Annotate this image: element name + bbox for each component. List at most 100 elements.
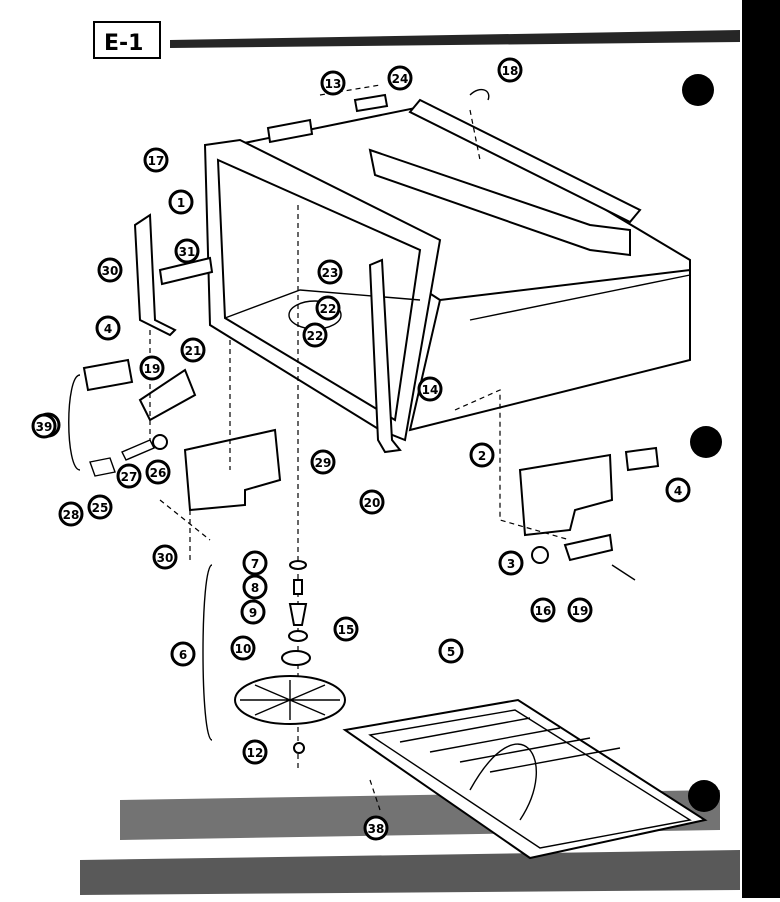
callout-30: 30: [152, 544, 178, 570]
callout-number: 15: [338, 623, 355, 637]
callout-number: 38: [368, 822, 385, 836]
callout-39: 39: [31, 413, 57, 439]
callout-number: 16: [535, 604, 552, 618]
callout-number: 8: [251, 581, 259, 595]
screw-19: [611, 564, 636, 581]
callout-number: 20: [364, 496, 381, 510]
callout-31: 31: [174, 238, 200, 264]
connector-24: [353, 93, 389, 113]
page-label-box: [93, 21, 161, 59]
callout-number: 26: [150, 466, 167, 480]
callout-number: 3: [507, 557, 515, 571]
callout-22: 22: [302, 322, 328, 348]
callout-30: 30: [97, 257, 123, 283]
callout-number: 30: [157, 551, 174, 565]
callout-number: 4: [674, 484, 682, 498]
callout-20: 20: [359, 489, 385, 515]
callouts: 1223446578910121314151617181919202122222…: [31, 57, 691, 841]
callout-27: 27: [116, 463, 142, 489]
callout-13: 13: [320, 70, 346, 96]
bracket-1: [133, 213, 177, 337]
callout-26: 26: [145, 459, 171, 485]
callout-15: 15: [333, 616, 359, 642]
bracket-21: [138, 368, 197, 422]
page-label: E-1: [104, 31, 143, 56]
callout-14: 14: [417, 376, 443, 402]
side-edge: [469, 274, 691, 321]
cabinet-assembly: [203, 98, 691, 442]
callout-number: 14: [422, 383, 439, 397]
hub-9: [288, 603, 308, 626]
callout-number: 5: [447, 645, 455, 659]
scan-edge: [742, 0, 780, 898]
callout-5: 5: [438, 638, 464, 664]
callout-number: 2: [478, 449, 486, 463]
callout-number: 9: [249, 606, 257, 620]
base-tray: [342, 698, 708, 860]
bracket-14: [368, 258, 402, 454]
callout-number: 19: [144, 362, 161, 376]
spacer-8: [293, 579, 303, 595]
callout-4: 4: [95, 315, 121, 341]
callout-number: 23: [322, 266, 339, 280]
callout-6: 6: [170, 641, 196, 667]
callout-number: 12: [247, 746, 264, 760]
pulley-10: [281, 650, 311, 666]
brace-2: [68, 374, 81, 471]
callout-4: 4: [665, 477, 691, 503]
callout-17: 17: [143, 147, 169, 173]
front-opening: [216, 158, 422, 422]
bracket-16: [563, 533, 614, 562]
washer-3: [531, 546, 549, 564]
callout-number: 6: [179, 648, 187, 662]
callout-3: 3: [498, 550, 524, 576]
callout-number: 39: [36, 420, 53, 434]
callout-number: 7: [251, 557, 259, 571]
callout-number: 21: [185, 344, 202, 358]
callout-24: 24: [387, 65, 413, 91]
callout-number: 24: [392, 72, 409, 86]
plate-4-left: [82, 358, 134, 392]
plate-4-right: [624, 446, 660, 472]
callout-number: 17: [148, 154, 165, 168]
callout-23: 23: [317, 259, 343, 285]
callout-19: 19: [139, 355, 165, 381]
knob-26: [152, 434, 168, 450]
connector-13: [266, 118, 314, 144]
rod-27: [121, 439, 155, 461]
callout-2: 2: [469, 442, 495, 468]
duct: [368, 148, 631, 257]
control-bracket-right: [518, 453, 614, 537]
callout-number: 19: [572, 604, 589, 618]
scan-noise-bottom2: [80, 850, 740, 895]
callout-number: 25: [92, 501, 109, 515]
callout-number: 28: [63, 508, 80, 522]
callout-number: 10: [235, 642, 252, 656]
washer-15: [288, 630, 308, 642]
callout-number: 22: [320, 302, 337, 316]
callout-18: 18: [497, 57, 523, 83]
callout-7: 7: [242, 550, 268, 576]
callout-12: 12: [242, 739, 268, 765]
callout-29: 29: [310, 449, 336, 475]
callout-38: 38: [363, 815, 389, 841]
callout-number: 29: [315, 456, 332, 470]
callout-1: 1: [168, 189, 194, 215]
callout-number: 22: [307, 329, 324, 343]
callout-9: 9: [240, 599, 266, 625]
callout-number: 4: [104, 322, 112, 336]
callout-10: 10: [230, 635, 256, 661]
brace-6: [202, 564, 213, 741]
callout-25: 25: [87, 494, 113, 520]
clip-18: [469, 88, 490, 101]
callout-number: 13: [325, 77, 342, 91]
punch-hole-middle: [690, 426, 722, 458]
callout-8: 8: [242, 574, 268, 600]
rail-back: [408, 98, 642, 224]
spring-25: [89, 457, 116, 477]
callout-28: 28: [58, 501, 84, 527]
washer-7: [289, 560, 307, 570]
fan-blade: [234, 675, 346, 725]
